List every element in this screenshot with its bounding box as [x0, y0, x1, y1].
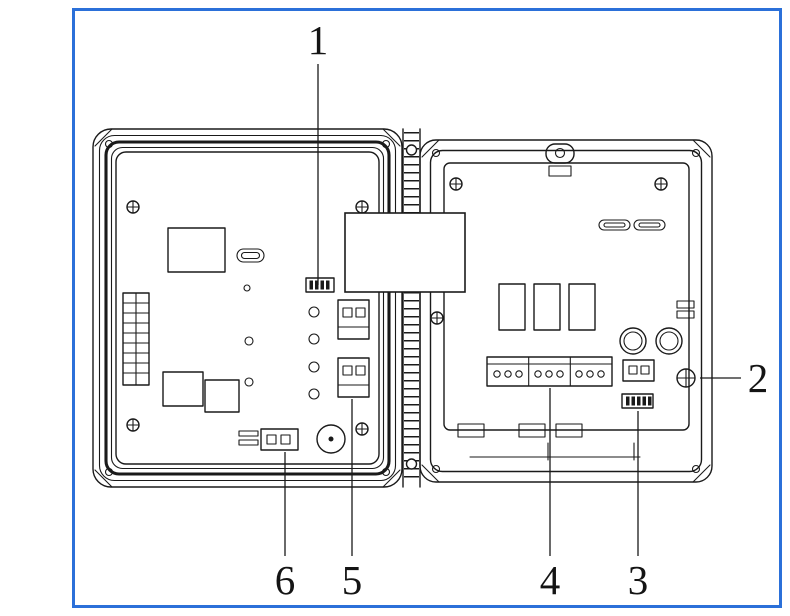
jumper-header [621, 393, 654, 409]
callout-2-label: 2 [748, 355, 769, 401]
vent-slots [598, 219, 666, 231]
led-column [308, 306, 320, 400]
corner-hole-icon [104, 139, 114, 149]
corner-hole-icon [431, 464, 441, 474]
callout-3-label: 3 [628, 557, 649, 603]
callouts: 1 2 3 4 5 6 [275, 17, 769, 603]
callout-1-label: 1 [308, 17, 329, 63]
label-plate [344, 212, 466, 293]
panel-screw-2-icon [676, 368, 696, 388]
left-door-panel [92, 128, 403, 488]
corner-hole-icon [381, 467, 391, 477]
screw-icon [126, 200, 140, 214]
component-block [204, 379, 240, 413]
small-bar [238, 439, 259, 446]
hinge-pin-icon [405, 458, 418, 470]
corner-hole-icon [431, 148, 441, 158]
connector-5-lower [337, 357, 370, 398]
bottom-tabs [457, 423, 641, 461]
screw-icon [430, 311, 444, 325]
test-point [244, 336, 254, 346]
corner-hole-icon [381, 139, 391, 149]
hinge-pin-icon [405, 144, 418, 156]
figure-frame [72, 8, 782, 608]
screw-icon [654, 177, 668, 191]
cable-gland-nuts [619, 327, 683, 355]
ic-chip [167, 227, 226, 273]
terminal-strip-4 [486, 356, 613, 387]
component-block [162, 371, 204, 407]
connector-3 [622, 359, 655, 382]
screw-icon [126, 418, 140, 432]
small-bar [238, 430, 259, 437]
screw-icon [355, 422, 369, 436]
corner-hole-icon [104, 467, 114, 477]
pin-header [122, 292, 150, 386]
small-bar [676, 310, 695, 319]
corner-hole-icon [691, 148, 701, 158]
test-point [244, 377, 254, 387]
relay-windows [498, 283, 596, 331]
hanger-tab [545, 143, 575, 177]
corner-hole-icon [691, 464, 701, 474]
connector-6 [260, 428, 299, 451]
buzzer [316, 424, 346, 454]
callout-4-label: 4 [540, 557, 561, 603]
small-bar [676, 300, 695, 309]
callout-5-label: 5 [342, 557, 363, 603]
connector-5-upper [337, 299, 370, 340]
screw-icon [355, 200, 369, 214]
capsule-component [236, 248, 265, 263]
connector-1-jumper-header [305, 277, 335, 293]
screw-icon [449, 177, 463, 191]
test-point [243, 284, 251, 292]
callout-6-label: 6 [275, 557, 296, 603]
right-housing-panel [419, 139, 713, 483]
